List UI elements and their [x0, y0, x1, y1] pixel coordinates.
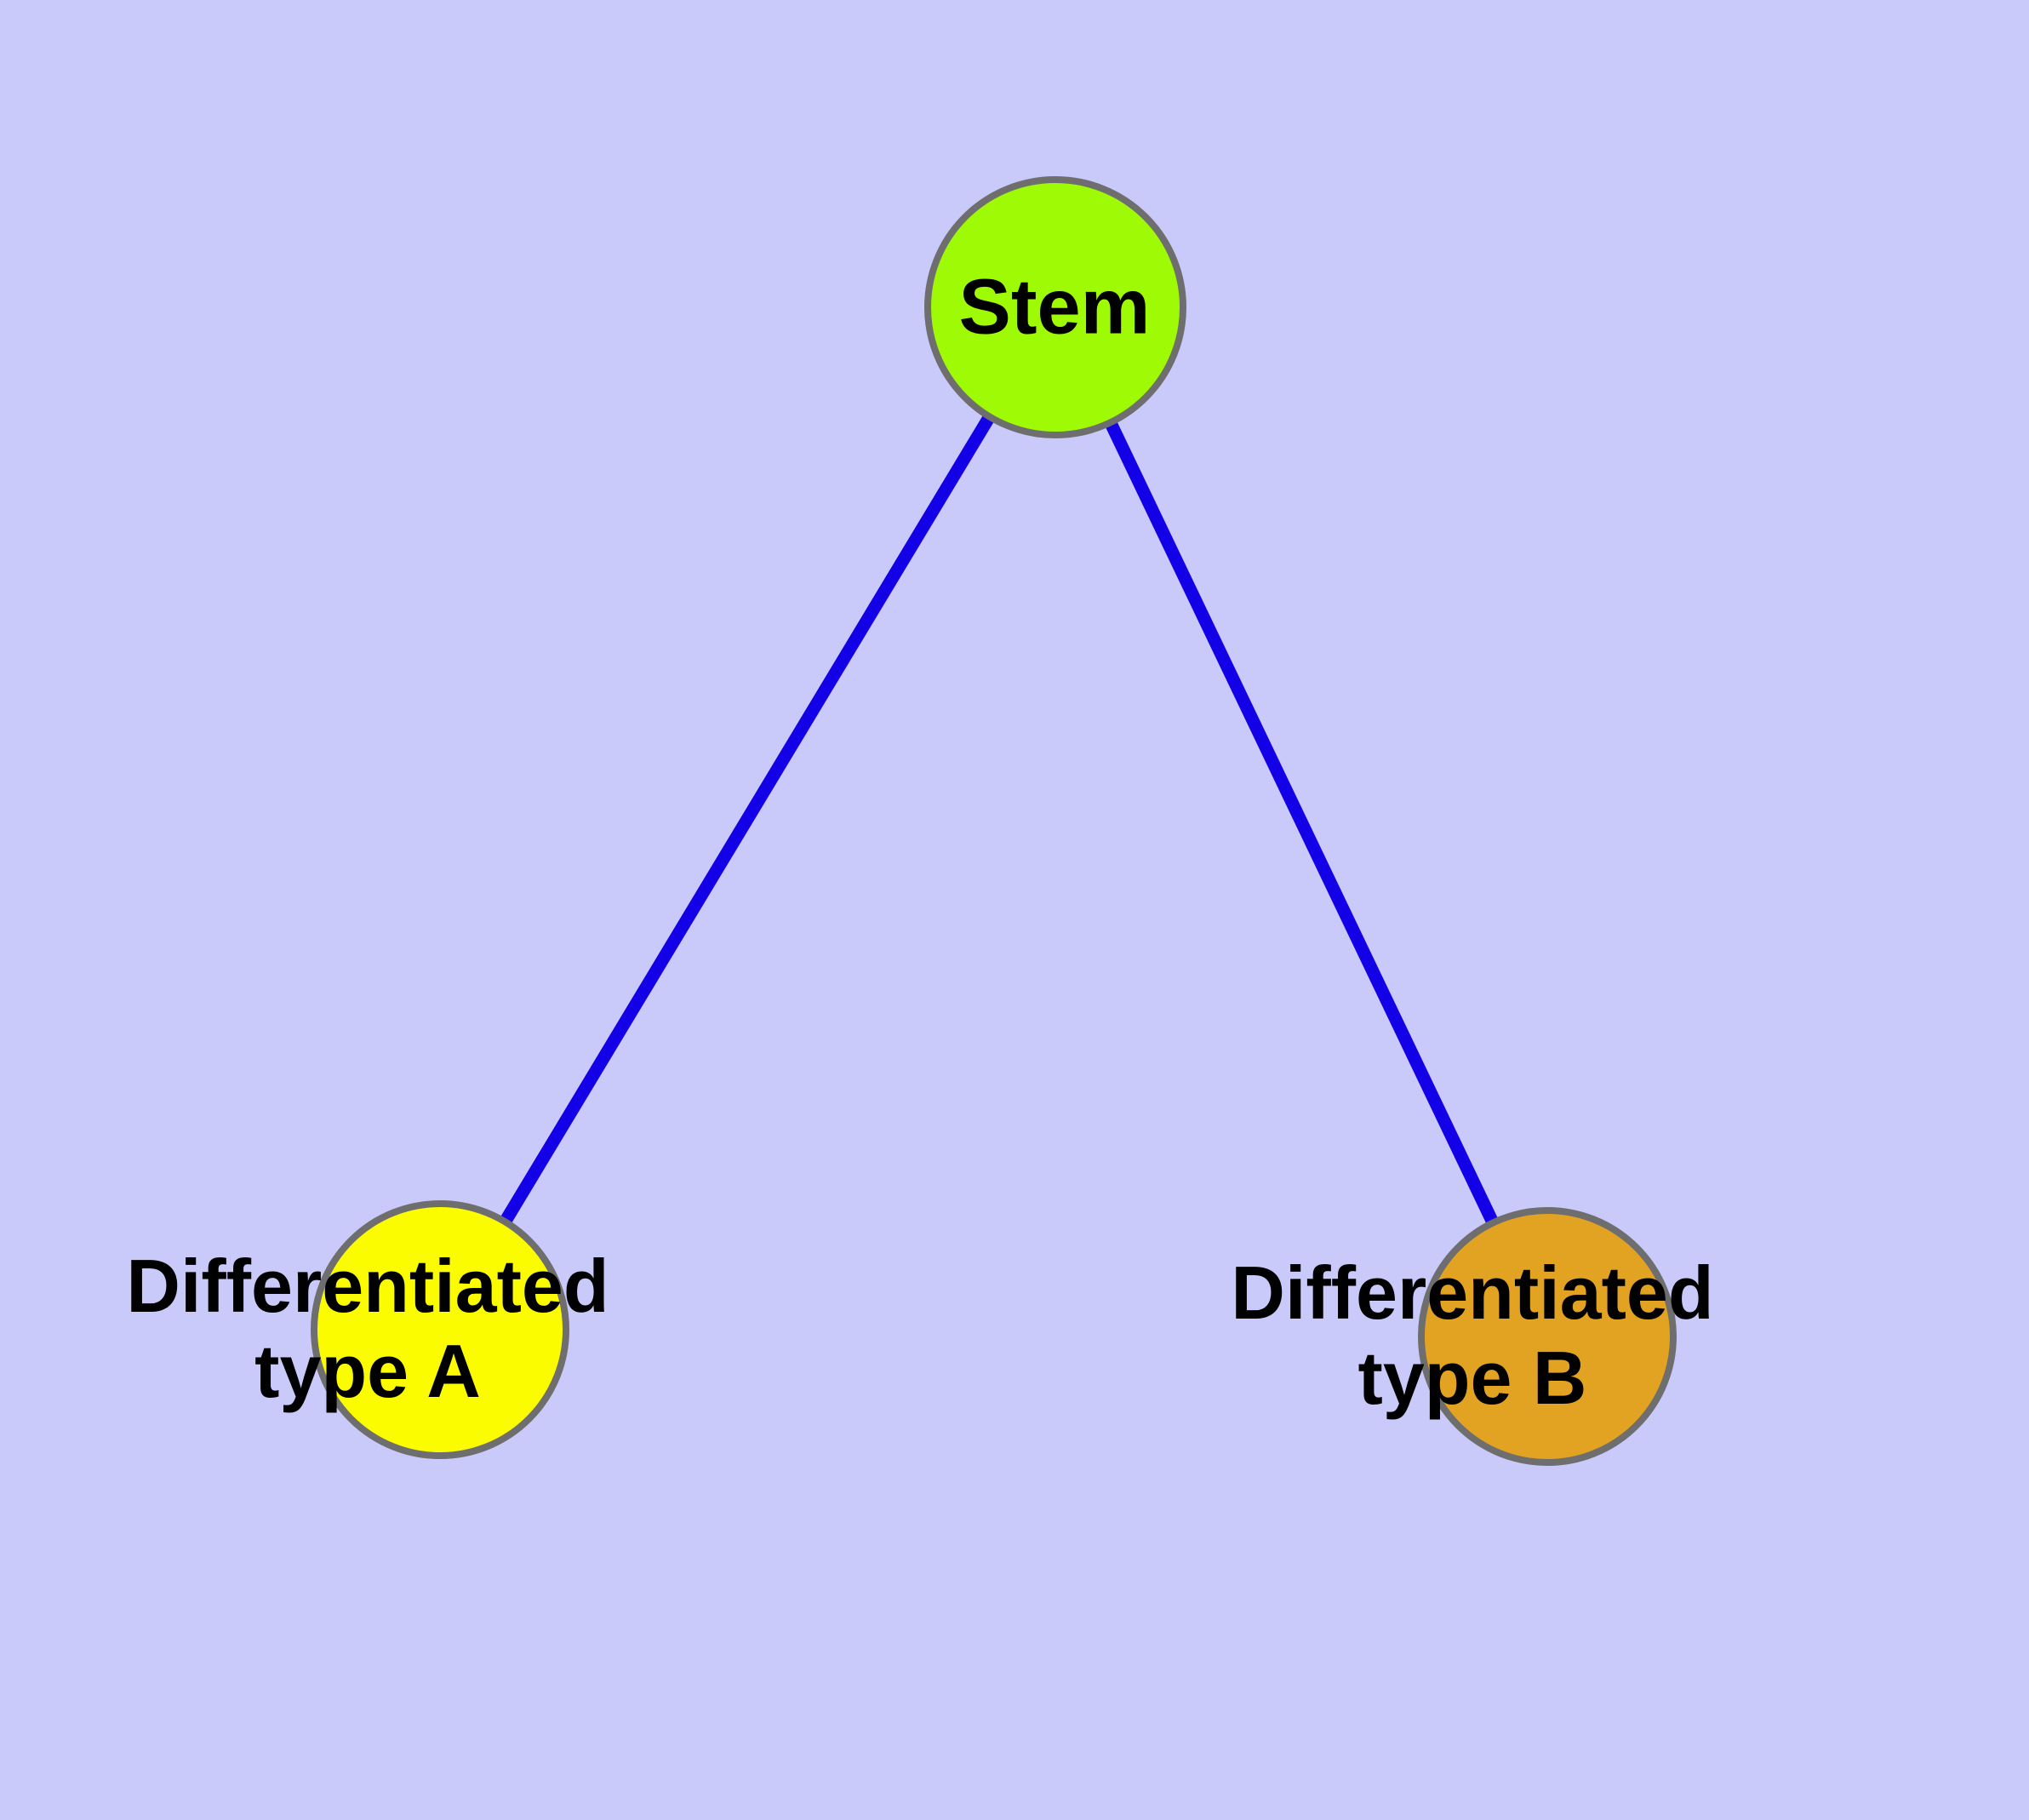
node-diff-a-circle[interactable]: [311, 1200, 569, 1459]
edge-stem-to-diff-a[interactable]: [434, 304, 1061, 1333]
edge-stem-to-diff-b[interactable]: [1049, 304, 1553, 1340]
edges-group: [434, 304, 1553, 1340]
node-diff-b-circle[interactable]: [1418, 1207, 1677, 1466]
node-stem-circle[interactable]: [924, 176, 1186, 438]
node-stem[interactable]: Stem: [924, 176, 1186, 438]
node-stem-label: Stem: [959, 263, 1151, 350]
